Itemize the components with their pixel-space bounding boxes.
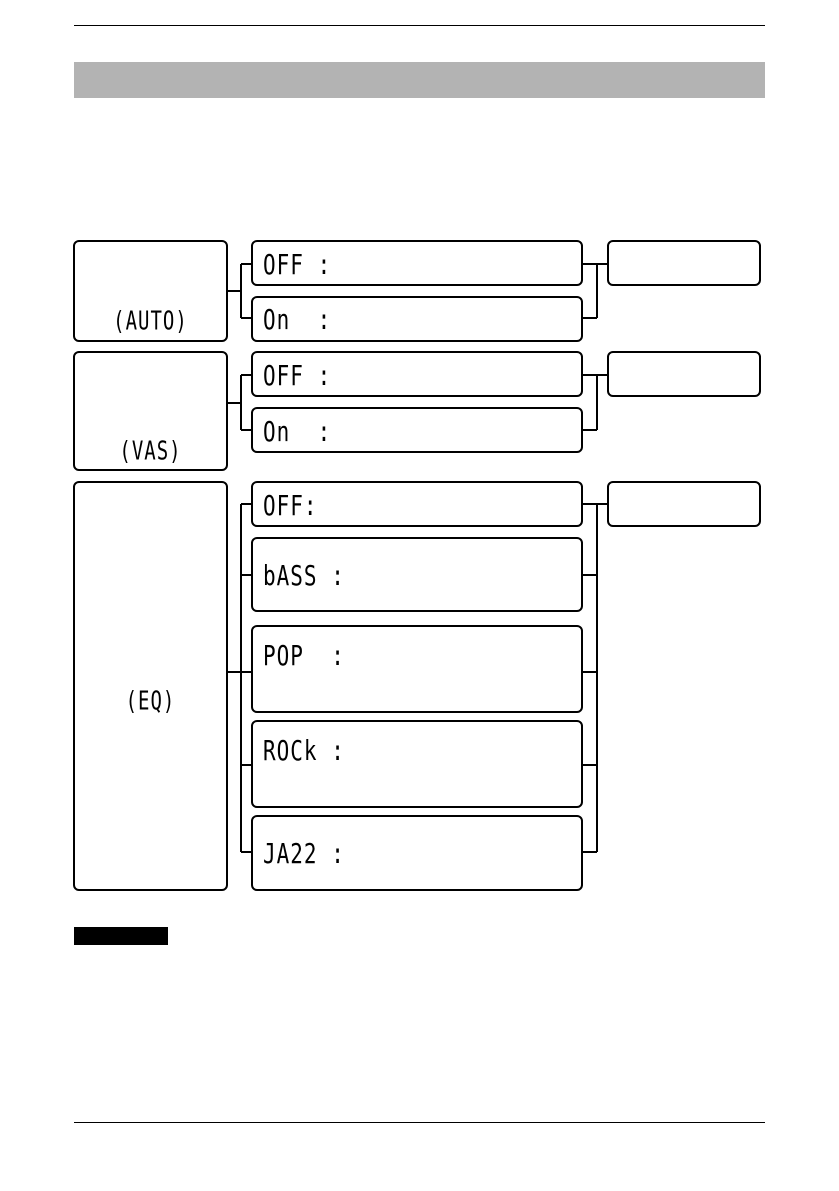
result-box-auto [607, 240, 761, 286]
option-vas-off: OFF : [263, 360, 332, 392]
function-label-vas: (VAS) [119, 436, 182, 466]
function-box-eq [73, 481, 228, 891]
option-eq-bass: bASS : [263, 560, 345, 592]
function-label-eq: (EQ) [125, 686, 176, 716]
option-eq-rock: ROCk : [263, 735, 345, 767]
option-auto-on: On : [263, 304, 332, 336]
option-box-eq-pop [251, 625, 583, 713]
connector-vas-in [227, 374, 252, 431]
function-label-auto: (AUTO) [113, 306, 188, 336]
option-vas-on: On : [263, 416, 332, 448]
connector-vas-out [582, 374, 608, 431]
connector-eq-out [582, 503, 608, 853]
connector-eq-in [227, 503, 252, 853]
top-rule [74, 25, 765, 26]
option-eq-off: OFF: [263, 490, 318, 522]
option-auto-off: OFF : [263, 249, 332, 281]
option-eq-pop: POP : [263, 640, 345, 672]
connector-auto-out [582, 263, 608, 319]
result-box-eq [607, 481, 761, 527]
function-box-vas [73, 351, 228, 471]
section-title-bar [74, 62, 765, 98]
result-box-vas [607, 351, 761, 397]
connector-auto-in [227, 263, 252, 319]
note-label-tag [74, 927, 168, 945]
bottom-rule [74, 1122, 765, 1123]
option-eq-jazz: JA22 : [263, 838, 345, 870]
